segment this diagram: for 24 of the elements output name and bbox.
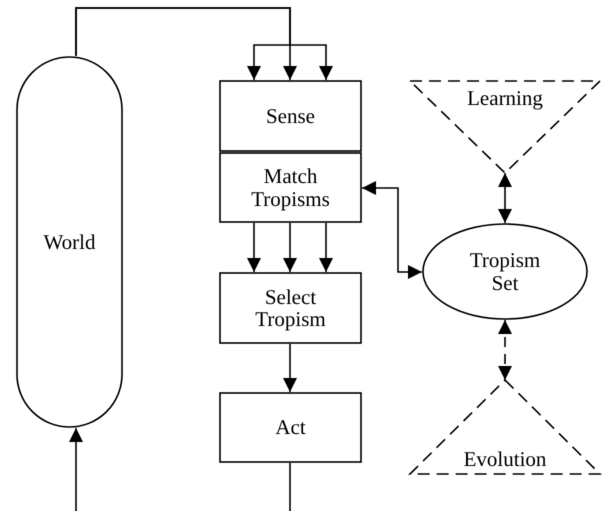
process-box xyxy=(219,272,362,344)
node-label: Sense xyxy=(266,104,315,128)
dashed-triangle xyxy=(409,380,601,475)
process-box xyxy=(219,152,362,223)
arrow xyxy=(498,173,512,223)
dashed-triangle xyxy=(409,80,601,173)
connector-line xyxy=(289,463,291,511)
arrow xyxy=(319,223,333,272)
process-box xyxy=(219,80,362,152)
node-label: Learning xyxy=(467,87,543,110)
ellipse-node xyxy=(422,223,588,320)
arrow xyxy=(498,320,512,380)
node-label: Tropism Set xyxy=(468,249,542,294)
node-label: Select Tropism xyxy=(254,286,327,330)
arrow xyxy=(69,428,83,511)
node-label: Evolution xyxy=(464,448,546,470)
process-box xyxy=(219,392,362,463)
arrow xyxy=(283,223,297,272)
arrow xyxy=(247,223,261,272)
arrow xyxy=(362,181,422,279)
node-label: World xyxy=(44,230,96,254)
node-label: Act xyxy=(275,416,306,439)
node-label: Match Tropisms xyxy=(250,165,331,210)
arrow xyxy=(283,344,297,392)
